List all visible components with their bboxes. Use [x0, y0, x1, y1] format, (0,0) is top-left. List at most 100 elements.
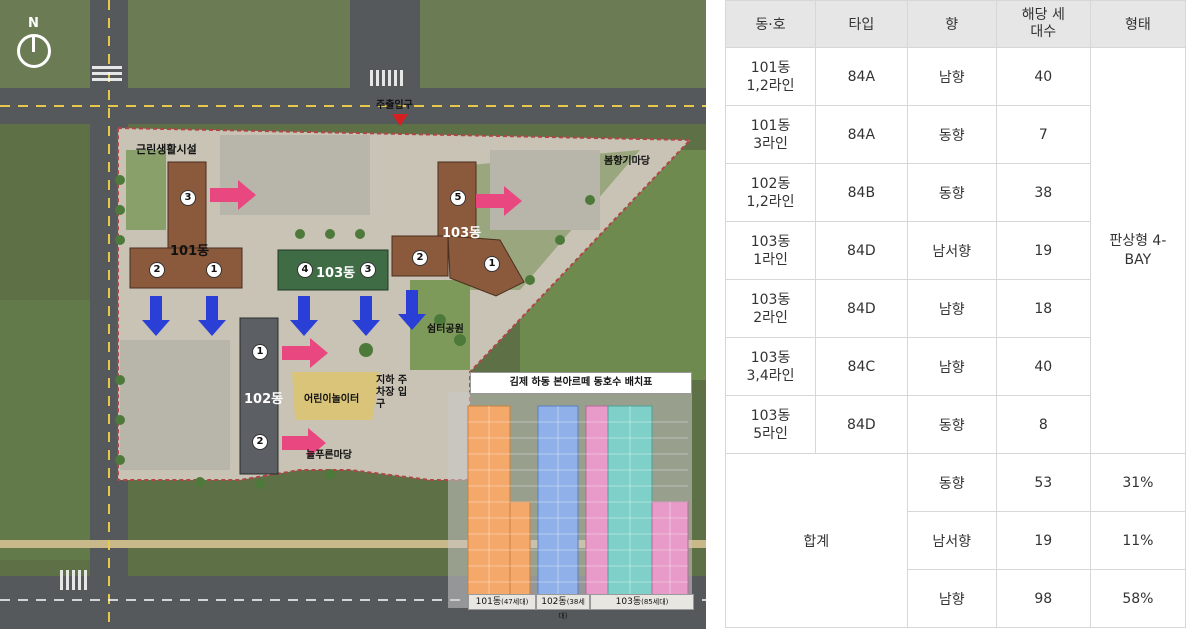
tower-group-102: 102동(38세대) [536, 594, 590, 620]
cell-count: 40 [995, 337, 1091, 396]
table-row: 102동 1,2라인 84B 동향 38 [724, 163, 1186, 222]
tower-group-label: 101동 [475, 597, 502, 607]
cell-count: 40 [995, 47, 1091, 106]
cell-count: 7 [995, 105, 1091, 164]
line-badge: 5 [450, 190, 466, 206]
header-type: 타입 [815, 0, 908, 48]
cell-unit-text: 103동 2라인 [750, 291, 791, 326]
cell-count: 18 [995, 279, 1091, 338]
cell-count: 19 [995, 221, 1091, 280]
cell-total-pct: 31% [1089, 453, 1187, 512]
line-badge: 1 [206, 262, 222, 278]
line-badge: 2 [252, 434, 268, 450]
line-badge: 2 [149, 262, 165, 278]
header-count: 해당 세대수 [995, 0, 1091, 48]
cell-type: 84D [815, 395, 908, 454]
cell-total-label: 합계 [725, 453, 908, 628]
cell-form-text: 판상형 4-BAY [1109, 232, 1167, 268]
table-header-row: 동·호 타입 향 해당 세대수 형태 [724, 0, 1187, 48]
underground-parking-label: 지하 주차장 입구 [376, 375, 408, 410]
cell-unit-text: 102동 1,2라인 [746, 175, 795, 210]
header-form: 형태 [1089, 0, 1187, 48]
line-badge: 1 [252, 344, 268, 360]
cell-direction: 남향 [906, 337, 997, 396]
cell-unit: 103동 1라인 [724, 221, 817, 280]
cell-direction: 동향 [906, 395, 997, 454]
cell-form: 판상형 4-BAY [1089, 47, 1187, 454]
cell-total-pct: 11% [1089, 511, 1187, 570]
building-103-mid-label: 103동 [316, 266, 356, 281]
cell-total-direction: 남향 [906, 569, 997, 628]
header-count-text: 해당 세대수 [1021, 7, 1065, 40]
cell-total-count: 98 [995, 569, 1091, 628]
cell-count: 8 [995, 395, 1091, 454]
tower-group-103: 103동(85세대) [590, 594, 694, 610]
cell-direction: 남서향 [906, 221, 997, 280]
cell-total-direction: 남서향 [906, 511, 997, 570]
cell-count: 38 [995, 163, 1091, 222]
building-102-label: 102동 [244, 392, 284, 407]
playground-label: 어린이놀이터 [304, 394, 360, 405]
cell-unit: 103동 2라인 [724, 279, 817, 338]
tower-group-note: (38세대) [558, 598, 585, 620]
table-total-row: 합계 동향 53 31% [725, 453, 1187, 628]
cell-unit-text: 103동 1라인 [750, 233, 791, 268]
building-103-label: 103동 [442, 226, 482, 241]
cell-unit-text: 103동 3,4라인 [746, 349, 795, 384]
tower-group-note: (47세대) [501, 598, 529, 606]
compass-north-label: N [28, 16, 39, 31]
cell-unit-text: 101동 1,2라인 [746, 59, 795, 94]
compass-icon: N [14, 16, 54, 74]
line-badge: 3 [180, 190, 196, 206]
tower-group-101: 101동(47세대) [468, 594, 536, 610]
cell-type: 84D [815, 221, 908, 280]
line-badge: 3 [360, 262, 376, 278]
line-badge: 4 [297, 262, 313, 278]
cell-unit-text: 101동 3라인 [750, 117, 791, 152]
tower-group-label: 103동 [615, 597, 642, 607]
tower-group-note: (85세대) [641, 598, 669, 606]
cell-direction: 남향 [906, 47, 997, 106]
cell-unit: 103동 3,4라인 [724, 337, 817, 396]
cell-total-count: 53 [995, 453, 1091, 512]
tower-group-label: 102동 [541, 597, 567, 607]
header-unit: 동·호 [724, 0, 817, 48]
map-canvas [0, 0, 706, 629]
cell-total-direction: 동향 [906, 453, 997, 512]
unit-summary-panel: 동·호 타입 향 해당 세대수 형태 101동 1,2라인 84A 남향 40 … [724, 0, 1187, 629]
cell-unit: 101동 1,2라인 [724, 47, 817, 106]
cell-type: 84A [815, 47, 908, 106]
cell-type: 84D [815, 279, 908, 338]
table-row: 101동 1,2라인 84A 남향 40 판상형 4-BAY [724, 47, 1187, 454]
table-row: 103동 5라인 84D 동향 8 [724, 395, 1186, 454]
tower-grid [448, 392, 692, 608]
neighborhood-facility-label: 근린생활시설 [136, 143, 197, 156]
main-entrance-label: 주출입구 [376, 100, 413, 111]
tower-chart-title: 김제 하동 본아르떼 동호수 배치표 [470, 372, 692, 394]
cell-unit: 103동 5라인 [724, 395, 817, 454]
table-row: 101동 3라인 84A 동향 7 [724, 105, 1186, 164]
spring-yard-label: 봄향기마당 [604, 156, 650, 167]
table-row: 103동 3,4라인 84C 남향 40 [724, 337, 1186, 396]
header-direction: 향 [906, 0, 997, 48]
cell-unit: 101동 3라인 [724, 105, 817, 164]
cell-type: 84C [815, 337, 908, 396]
building-101-label: 101동 [170, 244, 210, 259]
site-map: N 주출입구 근린생활시설 봄향기마당 쉼터공원 어린이놀이터 지하 주차장 입… [0, 0, 706, 629]
cell-unit: 102동 1,2라인 [724, 163, 817, 222]
cell-unit-text: 103동 5라인 [750, 407, 791, 442]
line-badge: 2 [412, 250, 428, 266]
cell-total-pct: 58% [1089, 569, 1187, 628]
cell-direction: 남향 [906, 279, 997, 338]
cell-type: 84A [815, 105, 908, 164]
tower-layout-chart [448, 372, 692, 608]
cell-direction: 동향 [906, 105, 997, 164]
rest-park-label: 쉼터공원 [427, 324, 464, 335]
table-total-row: 남향 98 58% [726, 569, 1187, 628]
line-badge: 1 [484, 256, 500, 272]
cell-total-count: 19 [995, 511, 1091, 570]
cell-direction: 동향 [906, 163, 997, 222]
unit-summary-table: 동·호 타입 향 해당 세대수 형태 101동 1,2라인 84A 남향 40 … [724, 0, 1187, 628]
green-yard-label: 늘푸른마당 [306, 450, 352, 461]
cell-type: 84B [815, 163, 908, 222]
